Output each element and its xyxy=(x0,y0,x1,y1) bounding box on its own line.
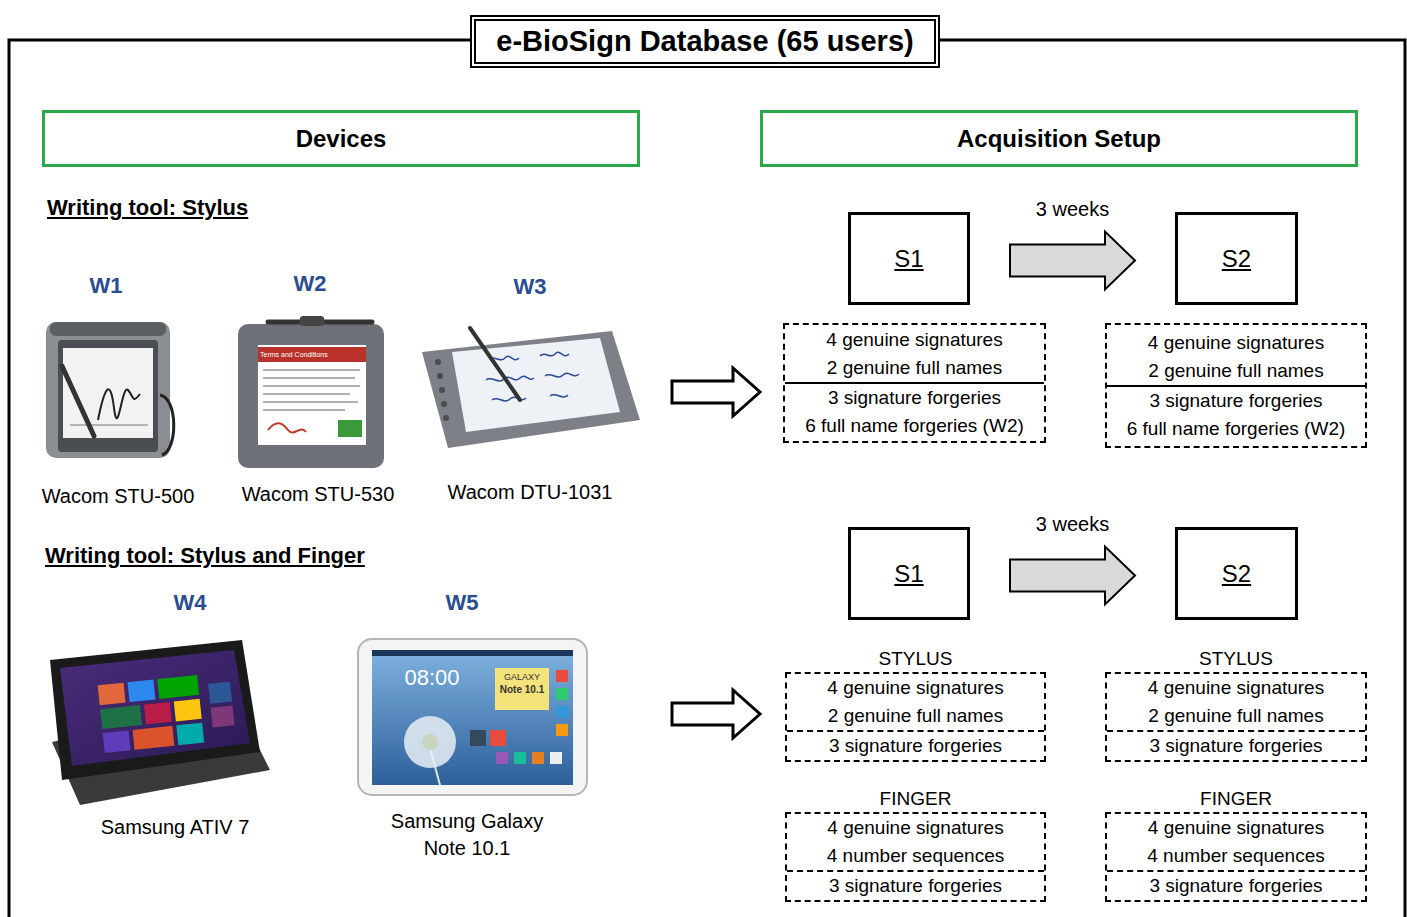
device-w5 xyxy=(358,639,587,795)
entry-text: Acquisition Setup xyxy=(957,125,1161,153)
entry-text: 3 signature forgeries xyxy=(793,732,1038,760)
time-arrow xyxy=(1010,547,1135,605)
session-box: S1 xyxy=(848,527,970,620)
device-label: Wacom STU-500 xyxy=(28,484,208,509)
device-w2 xyxy=(238,316,384,468)
entry-text: 4 number sequences xyxy=(1113,842,1359,870)
device-label: Samsung ATIV 7 xyxy=(85,815,265,840)
content-box: 4 genuine signatures2 genuine full names… xyxy=(783,323,1046,443)
entry-text: 4 number sequences xyxy=(793,842,1038,870)
entry-text: 2 genuine full names xyxy=(1113,357,1359,385)
group-title: Writing tool: Stylus xyxy=(47,194,248,222)
device-w1 xyxy=(46,322,174,458)
entry-text: 4 genuine signatures xyxy=(791,326,1038,354)
entry-text: 6 full name forgeries (W2) xyxy=(791,412,1038,440)
divider-line xyxy=(787,870,1044,872)
entry-text: S1 xyxy=(894,245,923,273)
divider-line xyxy=(785,382,1044,384)
entry-text: 3 signature forgeries xyxy=(1113,387,1359,415)
group-heading: FINGER xyxy=(787,787,1044,811)
session-box: S1 xyxy=(848,212,970,305)
device-label: GALAXY xyxy=(497,672,547,683)
content-box: FINGER4 genuine signatures4 number seque… xyxy=(1105,812,1367,902)
time-arrow xyxy=(1010,232,1135,290)
entry-text: 6 full name forgeries (W2) xyxy=(1113,415,1359,443)
device-label: W4 xyxy=(160,589,220,617)
section-header: Acquisition Setup xyxy=(760,110,1358,167)
device-label: W5 xyxy=(432,589,492,617)
content-box: FINGER4 genuine signatures4 number seque… xyxy=(785,812,1046,902)
edge-label: 3 weeks xyxy=(1033,198,1112,221)
device-w3 xyxy=(422,328,640,448)
device-label: 08:00 xyxy=(392,664,472,692)
entry-text: 3 signature forgeries xyxy=(793,872,1038,900)
device-label: Samsung Galaxy Note 10.1 xyxy=(382,808,552,862)
device-label: W2 xyxy=(280,270,340,298)
device-label: Note 10.1 xyxy=(497,684,547,696)
entry-text: 2 genuine full names xyxy=(793,702,1038,730)
entry-text: 3 signature forgeries xyxy=(791,384,1038,412)
device-label: Terms and Conditions xyxy=(260,349,364,361)
group-heading: STYLUS xyxy=(1107,647,1365,671)
session-box: S2 xyxy=(1175,527,1298,620)
divider-line xyxy=(787,730,1044,732)
entry-text: 4 genuine signatures xyxy=(793,814,1038,842)
entry-text: Devices xyxy=(296,125,387,153)
section-header: Devices xyxy=(42,110,640,167)
block-arrow xyxy=(672,690,760,738)
entry-text: 4 genuine signatures xyxy=(1113,814,1359,842)
group-heading: STYLUS xyxy=(787,647,1044,671)
divider-line xyxy=(1107,870,1365,872)
device-label: W1 xyxy=(76,272,136,300)
entry-text: 3 signature forgeries xyxy=(1113,732,1359,760)
entry-text: 2 genuine full names xyxy=(791,354,1038,382)
entry-text: S1 xyxy=(894,560,923,588)
device-label: Wacom DTU-1031 xyxy=(440,480,620,505)
outer-frame xyxy=(9,40,1405,917)
device-label: Wacom STU-530 xyxy=(228,482,408,507)
entry-text: 4 genuine signatures xyxy=(793,674,1038,702)
entry-text: 2 genuine full names xyxy=(1113,702,1359,730)
title-text: e-BioSign Database (65 users) xyxy=(496,25,913,58)
session-box: S2 xyxy=(1175,212,1298,305)
edge-label: 3 weeks xyxy=(1033,513,1112,536)
divider-line xyxy=(1107,385,1365,387)
entry-text: S2 xyxy=(1222,560,1251,588)
content-box: STYLUS4 genuine signatures2 genuine full… xyxy=(785,672,1046,762)
entry-text: 3 signature forgeries xyxy=(1113,872,1359,900)
content-box: 4 genuine signatures2 genuine full names… xyxy=(1105,323,1367,448)
block-arrow xyxy=(672,368,760,416)
device-label: W3 xyxy=(500,273,560,301)
group-heading: FINGER xyxy=(1107,787,1365,811)
entry-text: 4 genuine signatures xyxy=(1113,329,1359,357)
device-w4 xyxy=(50,640,270,805)
content-box: STYLUS4 genuine signatures2 genuine full… xyxy=(1105,672,1367,762)
group-title: Writing tool: Stylus and Finger xyxy=(45,542,365,570)
divider-line xyxy=(1107,730,1365,732)
entry-text: 4 genuine signatures xyxy=(1113,674,1359,702)
title-box: e-BioSign Database (65 users) xyxy=(470,15,940,68)
entry-text: S2 xyxy=(1222,245,1251,273)
